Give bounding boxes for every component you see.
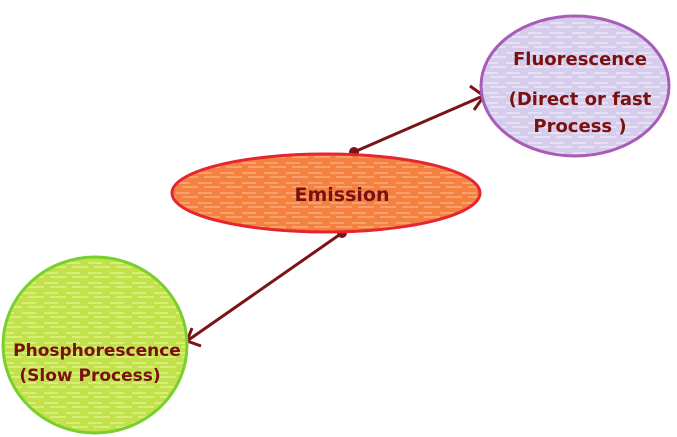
fluorescence-title: Fluorescence (513, 49, 647, 70)
emission-label: Emission (295, 184, 390, 206)
fluorescence-subtitle-line2: Process ) (533, 116, 626, 137)
phosphorescence-circle (1, 255, 189, 435)
emission-ellipse (170, 152, 482, 234)
phosphorescence-node: Phosphorescence (Slow Process) (1, 255, 189, 435)
arrow-to-fluorescence (349, 84, 486, 157)
fluorescence-node: Fluorescence (Direct or fast Process ) (479, 14, 671, 158)
fluorescence-circle (479, 14, 671, 158)
emission-node: Emission (170, 152, 482, 234)
phosphorescence-subtitle: (Slow Process) (19, 366, 160, 386)
fluorescence-subtitle-line1: (Direct or fast (509, 89, 652, 110)
phosphorescence-title: Phosphorescence (13, 341, 181, 361)
arrow-to-phosphorescence (185, 228, 347, 348)
